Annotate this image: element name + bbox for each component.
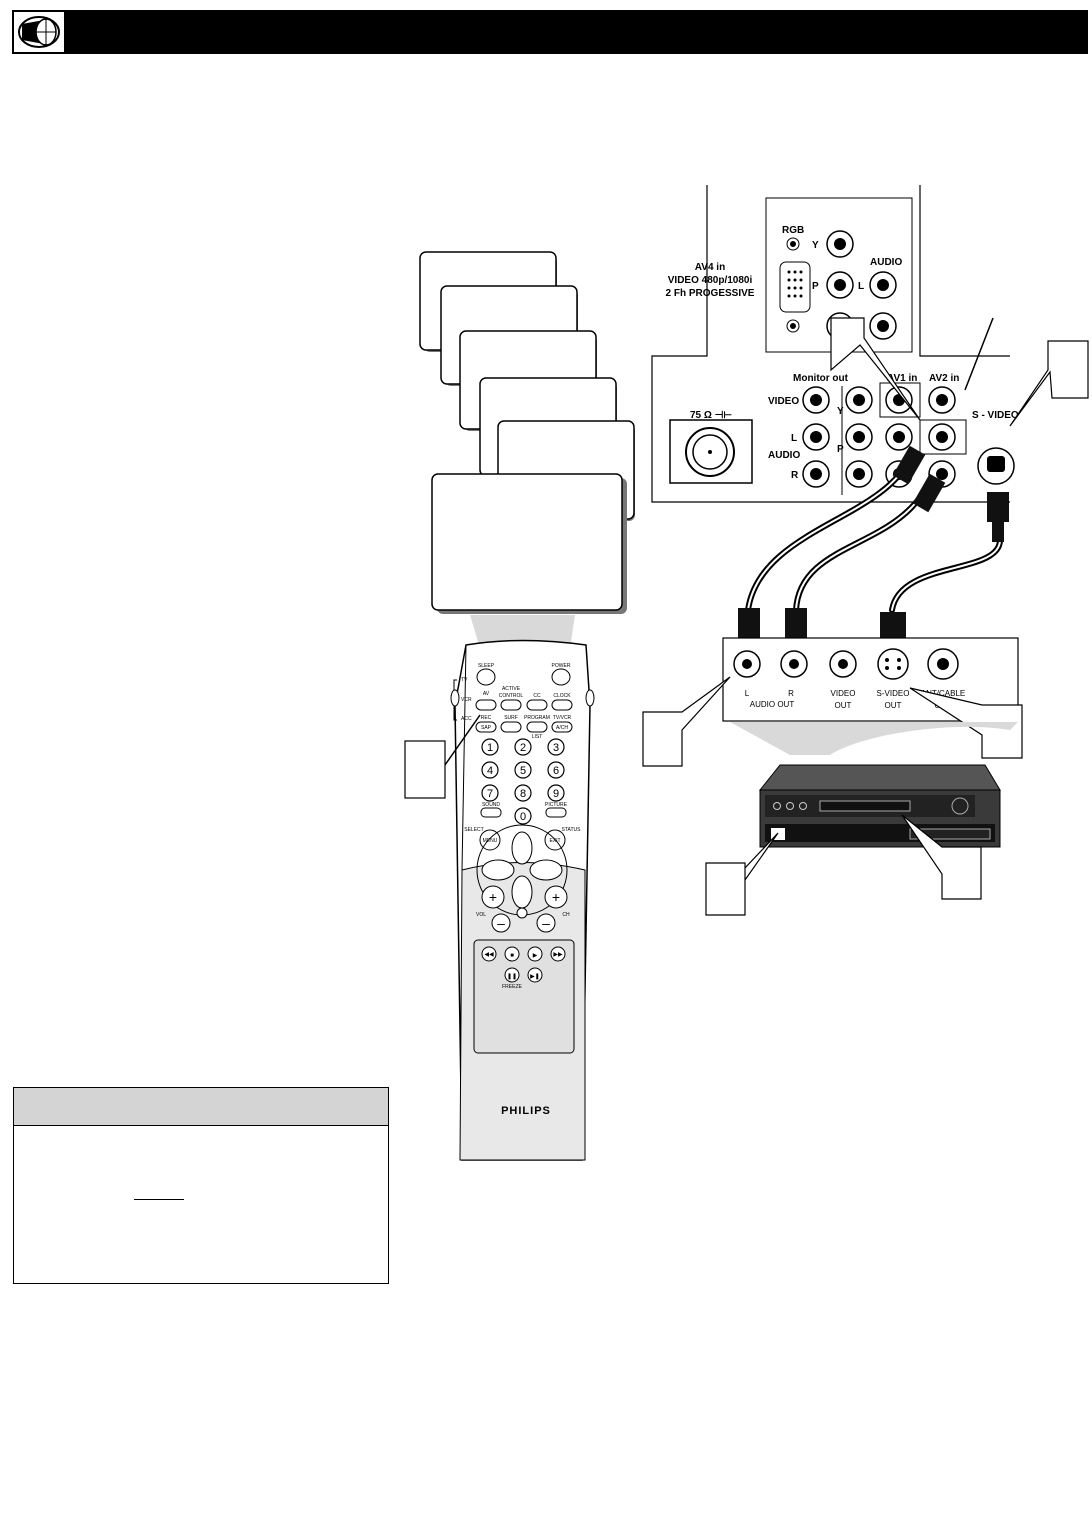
device-label-svideo-2: OUT bbox=[885, 701, 902, 710]
remote-label-cc: CC bbox=[533, 693, 541, 699]
device-label-r: R bbox=[788, 689, 794, 698]
device-beam bbox=[730, 722, 1018, 755]
tv-label-l: L bbox=[858, 281, 864, 292]
remote-digit-5: 5 bbox=[520, 765, 526, 777]
remote-digit-6: 6 bbox=[553, 765, 559, 777]
tv-label-audio: AUDIO bbox=[870, 257, 902, 268]
device-label-video-2: OUT bbox=[835, 701, 852, 710]
tv-label-video: VIDEO bbox=[768, 396, 799, 407]
tv-label-p: P bbox=[812, 281, 819, 292]
remote-control: + + – – ◀◀ ■ ▶ ▶▶ ❚❚ ▶❚ bbox=[450, 639, 595, 1161]
remote-label-ch: CH bbox=[562, 912, 570, 918]
remote-label-status: STATUS bbox=[562, 827, 582, 833]
device-label-video-1: VIDEO bbox=[831, 689, 856, 698]
remote-label-active-1: ACTIVE bbox=[502, 686, 521, 692]
svg-text:❚❚: ❚❚ bbox=[507, 973, 517, 980]
remote-digit-0: 0 bbox=[520, 811, 526, 823]
svg-text:+: + bbox=[552, 889, 560, 905]
tv-label-audio-group: AUDIO bbox=[768, 450, 800, 461]
remote-label-clock: CLOCK bbox=[553, 693, 571, 699]
device-callout-audio bbox=[642, 676, 731, 767]
device-label-l: L bbox=[745, 689, 750, 698]
tv-label-audio-l: L bbox=[791, 433, 797, 444]
tv-callout-svideo bbox=[1009, 340, 1089, 427]
remote-label-av: AV bbox=[483, 691, 490, 697]
tv-label-p2: P bbox=[837, 444, 844, 455]
svg-text:■: ■ bbox=[510, 953, 514, 959]
player-callout-left bbox=[705, 832, 779, 916]
note-header bbox=[14, 1088, 388, 1126]
remote-label-select: SELECT bbox=[464, 827, 483, 833]
tv-label-rgb: RGB bbox=[782, 225, 804, 236]
remote-label-surf: SURF bbox=[504, 715, 518, 721]
remote-digit-9: 9 bbox=[553, 788, 559, 800]
tv-label-monitor-out: Monitor out bbox=[793, 373, 849, 384]
device-label-audio-out: AUDIO OUT bbox=[750, 700, 795, 709]
remote-digit-7: 7 bbox=[487, 788, 493, 800]
cable-plugs bbox=[738, 445, 1009, 644]
remote-label-picture: PICTURE bbox=[545, 802, 568, 808]
player-callout-right bbox=[901, 814, 982, 900]
page-header bbox=[12, 10, 1088, 54]
tv-callout-av1 bbox=[830, 317, 921, 421]
remote-label-freeze: FREEZE bbox=[502, 984, 522, 990]
cables bbox=[745, 457, 1003, 613]
remote-beam bbox=[470, 615, 575, 648]
note-underline-mark bbox=[134, 1199, 184, 1200]
svg-text:▶▶: ▶▶ bbox=[553, 952, 563, 958]
remote-brand-logo: PHILIPS bbox=[501, 1105, 551, 1117]
tv-label-av4-1: AV4 in bbox=[695, 262, 725, 273]
remote-label-active-2: CONTROL bbox=[499, 693, 524, 699]
remote-label-rec: REC bbox=[481, 715, 492, 721]
svg-text:▶: ▶ bbox=[533, 953, 538, 959]
svg-text:▶❚: ▶❚ bbox=[530, 973, 540, 980]
remote-digit-4: 4 bbox=[487, 765, 493, 777]
remote-label-sleep: SLEEP bbox=[478, 663, 495, 669]
tv-screens-stack bbox=[419, 251, 635, 614]
remote-digit-1: 1 bbox=[487, 742, 493, 754]
tv-label-audio-r: R bbox=[791, 470, 799, 481]
remote-digit-2: 2 bbox=[520, 742, 526, 754]
device-label-svideo-1: S-VIDEO bbox=[877, 689, 910, 698]
remote-label-vcr: VCR bbox=[461, 697, 472, 703]
tv-label-av4-3: 2 Fh PROGESSIVE bbox=[666, 288, 755, 299]
remote-label-power: POWER bbox=[552, 663, 571, 669]
note-box bbox=[13, 1087, 389, 1284]
section-globe-icon bbox=[14, 12, 64, 52]
device-label-antcable-1: ANT/CABLE bbox=[921, 689, 965, 698]
remote-step-callout bbox=[404, 714, 481, 799]
remote-digit-3: 3 bbox=[553, 742, 559, 754]
remote-label-program: PROGRAM bbox=[524, 715, 550, 721]
svg-text:–: – bbox=[497, 915, 505, 931]
remote-label-vol: VOL bbox=[476, 912, 486, 918]
remote-label-list: LIST bbox=[532, 734, 543, 740]
remote-label-menu: MENU bbox=[483, 838, 498, 844]
tv-label-av4-2: VIDEO 480p/1080i bbox=[668, 275, 753, 286]
remote-label-sound: SOUND bbox=[482, 802, 500, 808]
remote-label-exit: EXIT bbox=[549, 838, 560, 844]
tv-label-av2-in: AV2 in bbox=[929, 373, 959, 384]
tv-label-y2: Y bbox=[837, 406, 844, 417]
remote-label-tv: TV bbox=[461, 677, 468, 683]
remote-label-tvvcr: TV/VCR bbox=[553, 715, 572, 721]
remote-label-acc: ACC bbox=[461, 716, 472, 722]
tv-label-av1-in: AV1 in bbox=[887, 373, 917, 384]
svg-text:–: – bbox=[542, 915, 550, 931]
tv-label-svideo: S - VIDEO bbox=[972, 410, 1019, 421]
remote-digit-8: 8 bbox=[520, 788, 526, 800]
source-player bbox=[758, 764, 1001, 848]
svg-text:+: + bbox=[489, 889, 497, 905]
tv-label-y: Y bbox=[812, 240, 819, 251]
tv-label-ohm: 75 Ω ⊣⊢ bbox=[690, 410, 732, 421]
remote-label-sap: SAP bbox=[481, 725, 492, 731]
svg-text:◀◀: ◀◀ bbox=[484, 952, 494, 958]
remote-label-ach: A/CH bbox=[556, 725, 568, 731]
